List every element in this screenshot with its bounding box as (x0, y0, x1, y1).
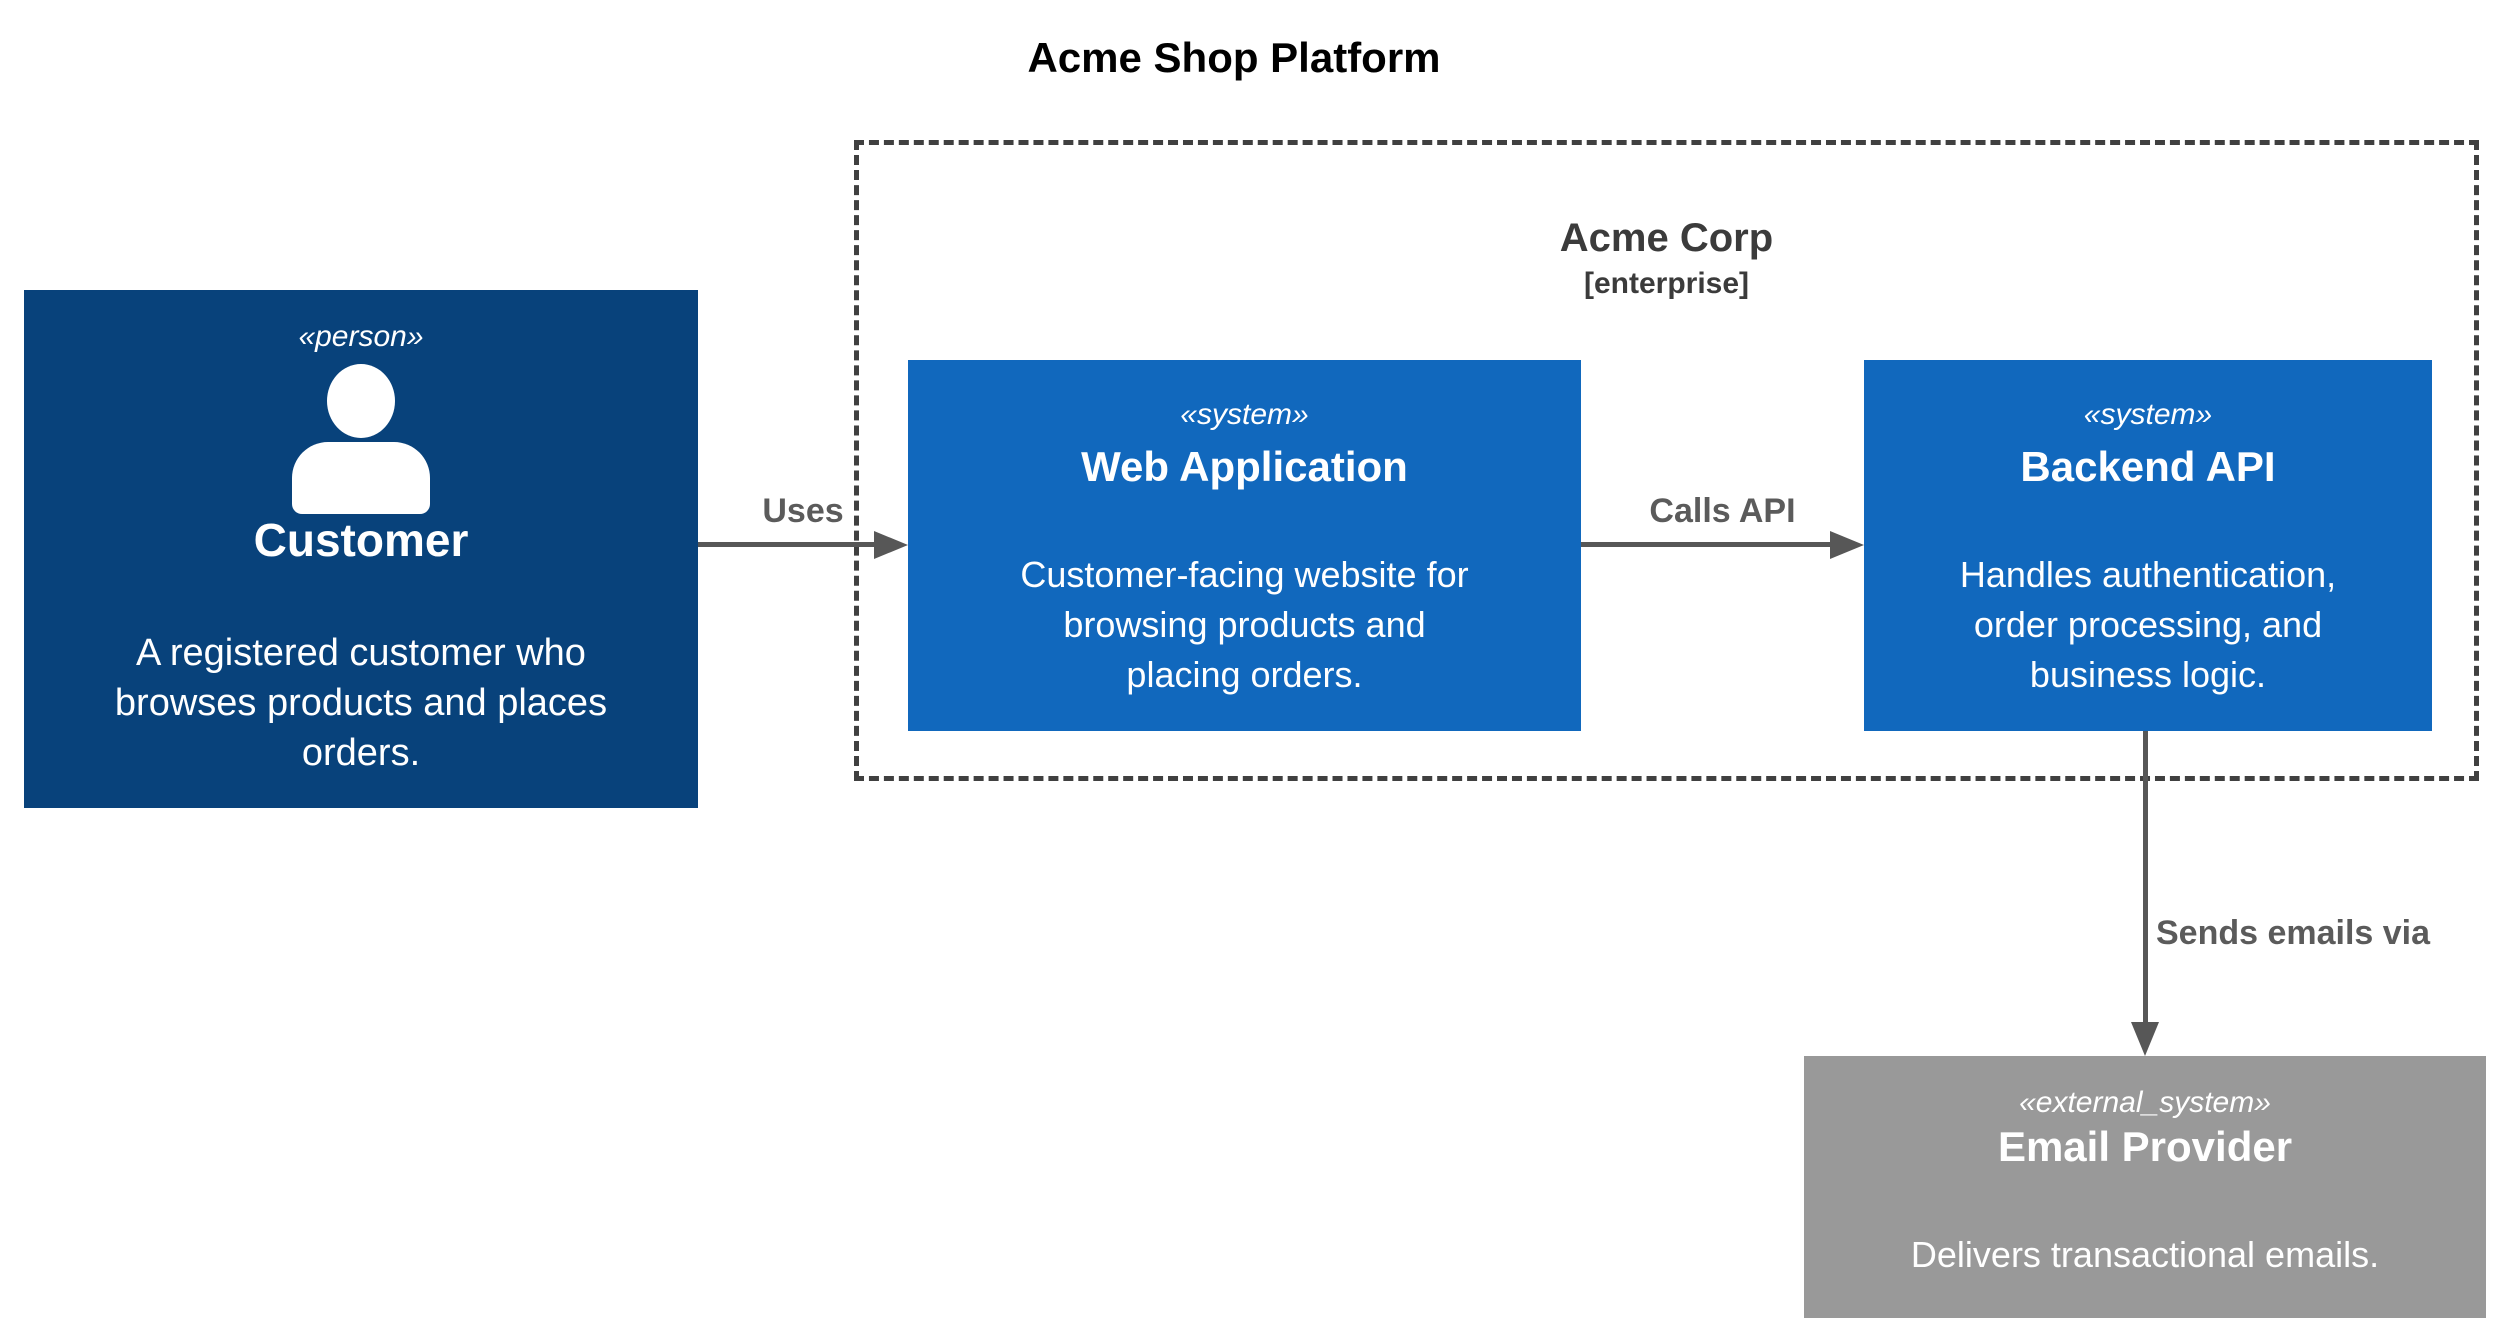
edge-sends-emails-label: Sends emails via (2156, 914, 2431, 952)
email-provider-description: Delivers transactional emails. (1910, 1234, 2380, 1275)
web-application-description: Customer-facing website for browsing pro… (1020, 554, 1469, 695)
person-icon-head (327, 364, 395, 438)
enterprise-boundary (854, 140, 2479, 781)
edge-uses-line (698, 542, 874, 547)
node-web-application: «system» Web Application Customer-facing… (908, 360, 1581, 731)
edge-sends-emails-arrowhead-icon (2131, 1022, 2159, 1056)
enterprise-boundary-label: Acme Corp [enterprise] (854, 212, 2479, 302)
edge-uses-arrowhead-icon (874, 531, 908, 559)
boundary-kind: [enterprise] (1583, 267, 1750, 300)
backend-api-description: Handles authentication, order processing… (1959, 554, 2337, 695)
edge-sends-emails-line (2143, 731, 2148, 1022)
edge-calls-api-label: Calls API (1649, 492, 1796, 530)
customer-description: A registered customer who browses produc… (114, 632, 608, 774)
person-icon (24, 290, 698, 808)
backend-api-stereotype: «system» (2083, 398, 2213, 431)
email-provider-stereotype: «external_system» (2019, 1086, 2271, 1119)
diagram-title: Acme Shop Platform (1027, 34, 1441, 81)
edge-calls-api-arrowhead-icon (1830, 531, 1864, 559)
customer-stereotype: «person» (298, 320, 424, 353)
node-backend-api: «system» Backend API Handles authenticat… (1864, 360, 2432, 731)
web-application-name: Web Application (1081, 443, 1408, 490)
web-application-stereotype: «system» (1180, 398, 1309, 431)
edge-calls-api-line (1581, 542, 1830, 547)
node-customer: «person» Customer A registered customer … (24, 290, 698, 808)
node-email-provider: «external_system» Email Provider Deliver… (1804, 1056, 2486, 1318)
person-icon-body (292, 442, 430, 514)
customer-name: Customer (253, 514, 469, 566)
edge-uses-label: Uses (762, 492, 844, 530)
boundary-name: Acme Corp (1559, 216, 1774, 260)
email-provider-name: Email Provider (1997, 1123, 2293, 1170)
backend-api-name: Backend API (2020, 443, 2276, 490)
